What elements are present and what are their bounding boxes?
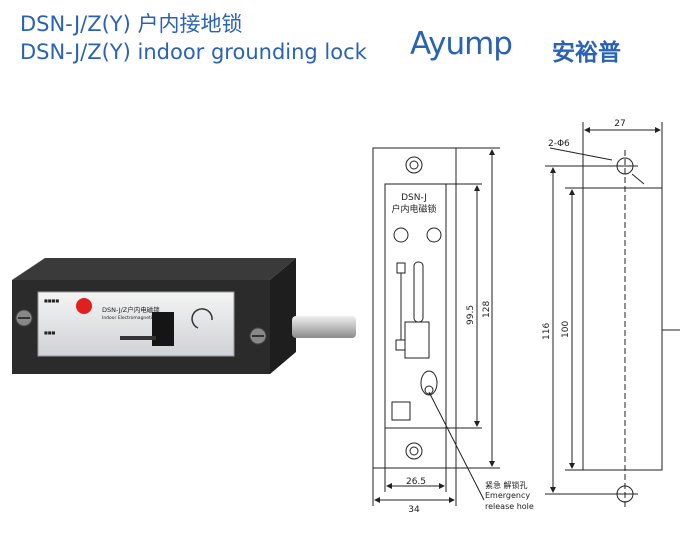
title-english: DSN-J/Z(Y) indoor grounding lock	[20, 40, 367, 64]
brand-logo: Ayump	[410, 26, 513, 62]
brand-chinese-name: 安裕普	[552, 40, 621, 66]
rotate-arrow-icon	[191, 308, 213, 329]
front-view-drawing	[372, 147, 500, 506]
slider-handle	[152, 312, 174, 346]
side-view-drawing	[545, 122, 680, 510]
dim-side-outer-height: 116	[542, 323, 552, 340]
svg-text:■■■■: ■■■■	[44, 298, 59, 303]
callout-en-1: Emergency	[485, 491, 530, 500]
panel-sublabel: Indoor Electromagnetic Lock	[102, 315, 167, 321]
front-panel	[37, 291, 235, 357]
dim-side-inner-height: 100	[561, 321, 571, 338]
dim-holes: 2-Φ6	[548, 139, 570, 149]
front-view-name: 户内电磁锁	[391, 203, 436, 215]
product-photo: DSN-J/Z户内电磁锁 Indoor Electromagnetic Lock…	[12, 258, 356, 374]
callout-cn: 紧急 解锁孔	[485, 480, 528, 490]
dim-outer-height: 128	[482, 301, 492, 318]
red-button	[76, 298, 92, 314]
panel-label: DSN-J/Z户内电磁锁	[102, 305, 160, 314]
title-chinese: DSN-J/Z(Y) 户内接地锁	[20, 12, 243, 36]
lock-rod	[292, 316, 356, 338]
svg-text:■■■: ■■■	[44, 330, 56, 335]
dim-outer-width: 34	[408, 505, 420, 515]
dim-inner-width: 26.5	[406, 477, 426, 487]
callout-en-2: release hole	[485, 502, 534, 511]
front-view-model: DSN-J	[401, 193, 427, 203]
dim-inner-height: 99.5	[466, 305, 476, 325]
dim-side-width: 27	[614, 119, 625, 129]
